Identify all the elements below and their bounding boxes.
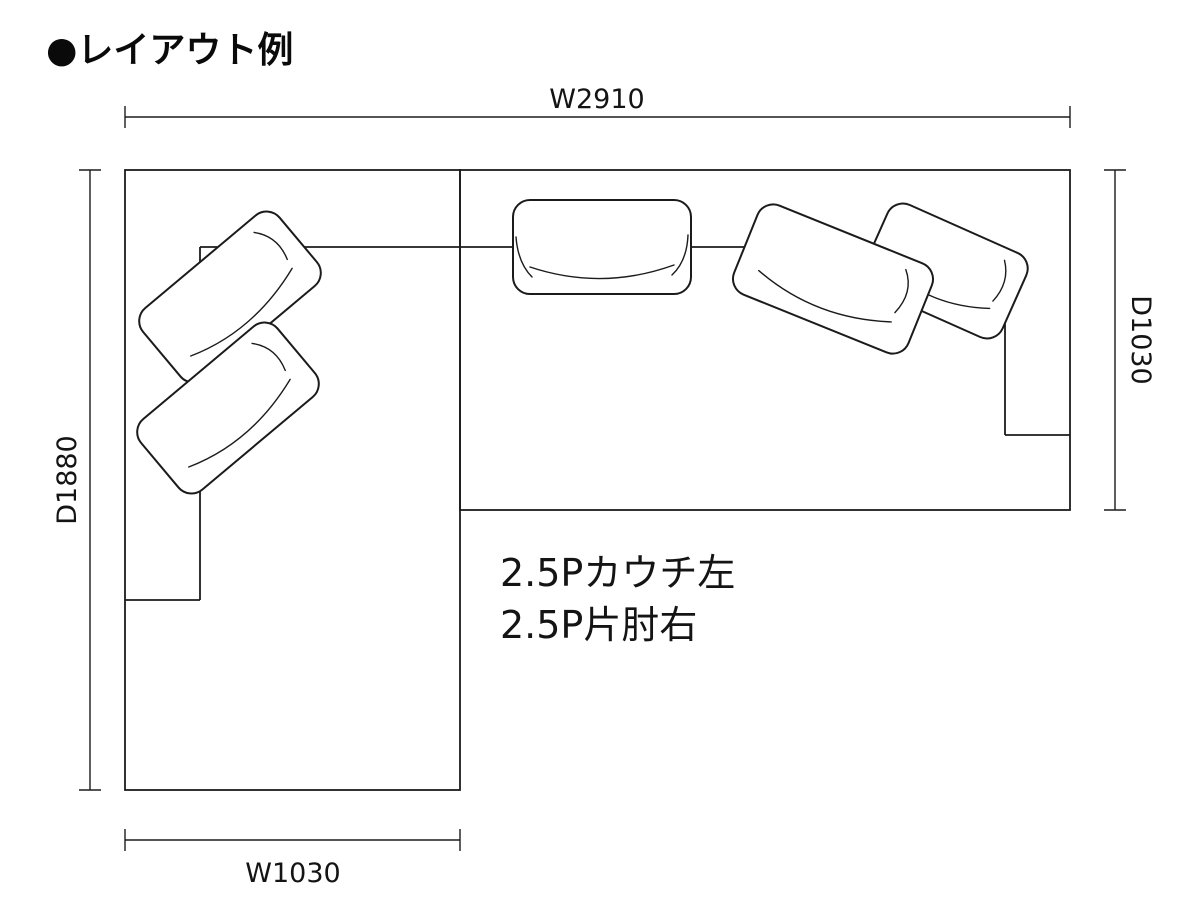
cushion-body [136, 321, 320, 495]
dimension-bottom-label: W1030 [245, 858, 340, 889]
cushion-chaise-lower [136, 321, 320, 495]
dimension-top: W2910 [124, 84, 1071, 128]
dimension-right: D1030 [1104, 169, 1156, 511]
annotation-line1: 2.5Pカウチ左 [500, 551, 735, 595]
cushion-center [512, 199, 692, 295]
dimension-right-label: D1030 [1125, 295, 1156, 385]
cushion-corner-curve [894, 268, 909, 314]
cushion-fold-line [188, 378, 291, 468]
cushion-fold-line [190, 267, 293, 357]
configuration-labels: 2.5Pカウチ左 2.5P片肘右 [500, 551, 735, 647]
cushion-right-inner [731, 203, 935, 355]
cushion-body [731, 203, 935, 355]
cushion-corner-curve [253, 231, 288, 261]
page-title: ●レイアウト例 [46, 30, 293, 71]
dimension-top-label: W2910 [549, 84, 644, 115]
cushion-corner-curve [992, 259, 1007, 302]
dimension-left: D1880 [52, 169, 101, 791]
sofa-right-unit [459, 169, 1071, 511]
cushion-corner-curve [515, 236, 533, 278]
cushion-body [512, 199, 692, 295]
cushion-corner-curve [671, 234, 689, 276]
cushion-corner-curve [251, 342, 286, 372]
cushion-fold-line [529, 264, 675, 280]
dimension-left-label: D1880 [52, 435, 83, 525]
dimension-bottom: W1030 [124, 829, 461, 889]
cushion-fold-line [758, 269, 892, 323]
cushion-body [861, 202, 1029, 340]
annotation-line2: 2.5P片肘右 [500, 603, 697, 647]
cushions [136, 199, 1029, 495]
